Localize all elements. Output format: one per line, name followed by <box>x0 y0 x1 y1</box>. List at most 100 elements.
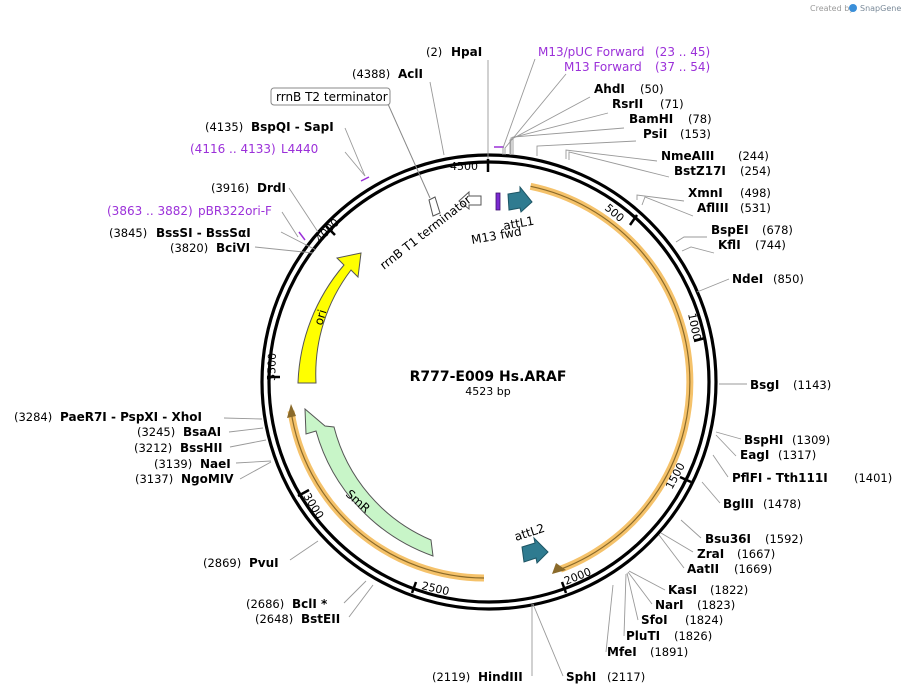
site-name[interactable]: AhdI <box>594 82 625 96</box>
site-pos: (744) <box>755 238 786 252</box>
site-name[interactable]: RsrII <box>612 97 643 111</box>
site-name[interactable]: KasI <box>668 583 697 597</box>
tick-label-2500: 2500 <box>420 579 450 598</box>
tick-label-3500: 3500 <box>265 353 279 381</box>
primer-pbr322-range: (3863 .. 3882) <box>107 204 193 218</box>
plasmid-title: R777-E009 Hs.ARAF 4523 bp <box>410 369 567 398</box>
site-name[interactable]: BssHII <box>180 441 222 455</box>
site-name[interactable]: PluTI <box>626 629 660 643</box>
feature-smr-arrow[interactable] <box>304 407 434 557</box>
site-pos: (2119) <box>432 670 470 684</box>
site-pos: (3845) <box>109 226 147 240</box>
site-name[interactable]: SfoI <box>641 613 668 627</box>
site-pos: (1826) <box>674 629 712 643</box>
site-pos: (2686) <box>246 597 284 611</box>
primer-markers <box>298 146 504 241</box>
site-name[interactable]: BstEII <box>301 612 340 626</box>
site-name[interactable]: BsaAI <box>183 425 221 439</box>
site-name[interactable]: NaeI <box>200 457 231 471</box>
credit-brand: SnapGene <box>860 4 901 13</box>
leader-lines <box>223 58 747 677</box>
site-name[interactable]: HpaI <box>451 45 482 59</box>
site-name[interactable]: AflIII <box>697 201 729 215</box>
site-name[interactable]: XmnI <box>688 186 723 200</box>
site-pos: (1143) <box>793 378 831 392</box>
site-pos: (531) <box>740 201 771 215</box>
site-name[interactable]: PsiI <box>643 127 667 141</box>
site-name[interactable]: PvuI <box>249 556 279 570</box>
site-name[interactable]: MfeI <box>607 645 637 659</box>
feature-ori-arrow[interactable] <box>297 252 362 384</box>
site-name[interactable]: BstZ17I <box>674 164 726 178</box>
site-name[interactable]: NgoMIV <box>181 472 234 486</box>
feature-attl1-arrow[interactable] <box>507 185 533 213</box>
site-labels: (2) HpaI (4388) AclI (4135) BspQI - SapI… <box>14 45 892 684</box>
feature-label-attl1: attL1 <box>502 214 535 233</box>
tick-label-4500: 4500 <box>450 160 478 173</box>
site-pos: (4388) <box>352 67 390 81</box>
site-name[interactable]: Bsu36I <box>705 532 751 546</box>
site-pos: (1891) <box>650 645 688 659</box>
primer-m13fwd-name: M13 Forward <box>564 60 642 74</box>
primer-l4440-name: L4440 <box>281 142 318 156</box>
feature-m13fwd-marker[interactable] <box>495 192 501 211</box>
site-name[interactable]: NdeI <box>732 272 763 286</box>
primer-m13fwd-range: (37 .. 54) <box>655 60 710 74</box>
site-name[interactable]: BamHI <box>629 112 673 126</box>
site-name[interactable]: BssSI - BssSαI <box>156 226 251 240</box>
site-pos: (1309) <box>792 433 830 447</box>
site-name[interactable]: PaeR7I - PspXI - XhoI <box>60 410 202 424</box>
primer-labels: M13/pUC Forward (23 .. 45) M13 Forward (… <box>107 45 710 218</box>
feature-label-m13fwd: M13 fwd <box>470 224 523 247</box>
primer-m13puc-name: M13/pUC Forward <box>538 45 645 59</box>
feature-shapes <box>297 185 549 565</box>
site-name[interactable]: BglII <box>723 497 754 511</box>
site-pos: (1823) <box>697 598 735 612</box>
feature-rrnbt1-arrow[interactable] <box>458 190 482 211</box>
site-name[interactable]: EagI <box>740 448 769 462</box>
site-pos: (1669) <box>734 562 772 576</box>
site-pos: (4135) <box>205 120 243 134</box>
site-pos: (254) <box>740 164 771 178</box>
feature-label-rrnbt1: rrnB T1 terminator <box>377 193 474 273</box>
site-pos: (153) <box>680 127 711 141</box>
site-pos: (3212) <box>134 441 172 455</box>
site-pos: (3139) <box>154 457 192 471</box>
site-name[interactable]: NmeAIII <box>661 149 714 163</box>
site-name[interactable]: BciVI <box>216 241 250 255</box>
site-name[interactable]: BspHI <box>744 433 783 447</box>
site-pos: (2648) <box>255 612 293 626</box>
site-name[interactable]: KflI <box>718 238 741 252</box>
site-pos: (3284) <box>14 410 52 424</box>
orange-arcs <box>287 182 694 582</box>
snapgene-credit: Created by SnapGene <box>810 4 901 13</box>
site-pos: (3245) <box>137 425 175 439</box>
site-pos: (1592) <box>765 532 803 546</box>
site-pos: (78) <box>688 112 712 126</box>
site-name[interactable]: HindIII <box>478 670 523 684</box>
feature-label-rrnbt2: rrnB T2 terminator <box>276 90 388 104</box>
site-name[interactable]: PflFI - Tth111I <box>732 471 828 485</box>
site-name[interactable]: DrdI <box>257 181 286 195</box>
site-name[interactable]: AatII <box>687 562 719 576</box>
site-name[interactable]: BspQI - SapI <box>251 120 334 134</box>
rrnb-t2-callout: rrnB T2 terminator <box>270 87 431 199</box>
site-name[interactable]: SphI <box>566 670 596 684</box>
site-name[interactable]: AclI <box>398 67 423 81</box>
feature-attl2-arrow[interactable] <box>521 536 549 565</box>
site-name[interactable]: ZraI <box>697 547 724 561</box>
feature-rrnbt2-arrow[interactable] <box>428 196 441 217</box>
site-pos: (1667) <box>737 547 775 561</box>
snapgene-logo-icon <box>849 4 857 12</box>
site-pos: (2) <box>426 45 442 59</box>
site-pos: (71) <box>660 97 684 111</box>
site-pos: (1824) <box>685 613 723 627</box>
site-name[interactable]: BsgI <box>750 378 779 392</box>
site-pos: (1401) <box>854 471 892 485</box>
site-pos: (2869) <box>203 556 241 570</box>
site-name[interactable]: NarI <box>655 598 684 612</box>
site-pos: (50) <box>640 82 664 96</box>
site-name[interactable]: BclI * <box>292 597 328 611</box>
site-name[interactable]: BspEI <box>711 223 749 237</box>
